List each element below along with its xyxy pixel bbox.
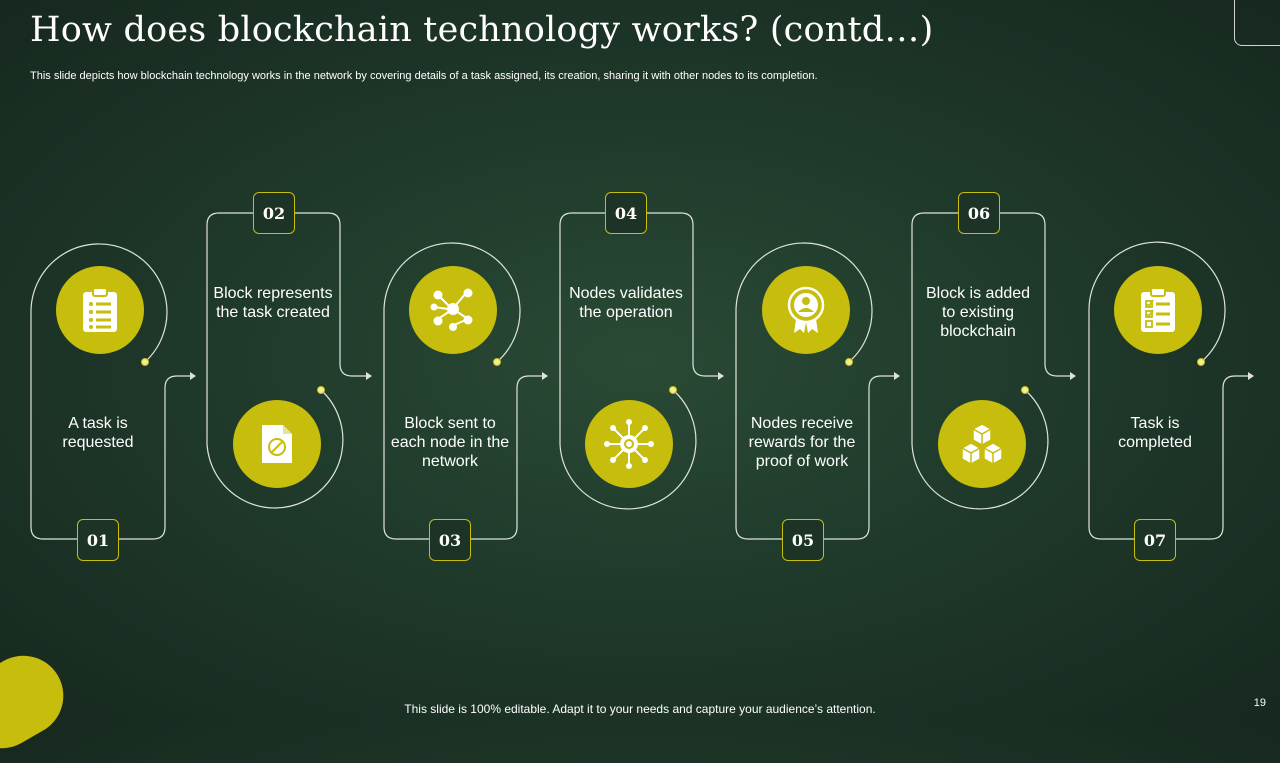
process-flow-lines <box>30 212 1254 540</box>
step-05-number-badge: 05 <box>782 519 824 561</box>
stacked-cubes-icon <box>961 423 1003 465</box>
step-04-label: Nodes validates the operation <box>569 285 683 321</box>
step-04-number-badge: 04 <box>605 192 647 234</box>
step-07-icon-circle <box>1114 266 1202 354</box>
arrowhead-icon <box>718 372 724 380</box>
clipboard-checklist-icon <box>83 287 117 332</box>
arrowhead-icon <box>542 372 548 380</box>
arrowhead-icon <box>894 372 900 380</box>
step-02-icon-circle <box>233 400 321 488</box>
step-06-outline <box>911 212 1070 510</box>
step-03-number-badge: 03 <box>429 519 471 561</box>
step-02-outline <box>206 212 366 509</box>
page-subtitle: This slide depicts how blockchain techno… <box>30 70 818 82</box>
connector-dot <box>1197 358 1205 366</box>
document-block-icon <box>262 425 292 463</box>
step-07-label: Task is completed <box>1118 415 1192 451</box>
arrowhead-icon <box>1248 372 1254 380</box>
step-01-icon-circle <box>56 266 144 354</box>
validation-network-icon <box>604 419 654 469</box>
step-07-outline <box>1088 241 1248 540</box>
step-03-label: Block sent to each node in the network <box>390 415 510 470</box>
step-04-icon-circle <box>585 400 673 488</box>
connector-dot <box>1021 386 1029 394</box>
connector-dot <box>845 358 853 366</box>
connector-dot <box>141 358 149 366</box>
network-nodes-icon <box>430 288 473 331</box>
step-02-label: Block represents the task created <box>213 285 333 321</box>
step-07-number-badge: 07 <box>1134 519 1176 561</box>
step-01-outline <box>30 243 190 540</box>
step-02-number-badge: 02 <box>253 192 295 234</box>
corner-frame-decoration <box>1234 0 1280 46</box>
page-number: 19 <box>1253 697 1266 709</box>
step-01-number-badge: 01 <box>77 519 119 561</box>
connector-dot <box>317 386 325 394</box>
step-05-icon-circle <box>762 266 850 354</box>
footer-note: This slide is 100% editable. Adapt it to… <box>404 702 876 716</box>
connector-dot <box>493 358 501 366</box>
reward-badge-icon <box>787 286 825 333</box>
step-03-icon-circle <box>409 266 497 354</box>
step-04-outline <box>559 212 718 510</box>
arrowhead-icon <box>366 372 372 380</box>
step-06-icon-circle <box>938 400 1026 488</box>
step-05-label: Nodes receive rewards for the proof of w… <box>748 415 856 470</box>
step-05-outline <box>735 242 894 540</box>
step-03-outline <box>383 242 542 540</box>
arrowhead-icon <box>190 372 196 380</box>
arrowhead-icon <box>1070 372 1076 380</box>
checklist-complete-icon <box>1141 287 1175 332</box>
step-06-number-badge: 06 <box>958 192 1000 234</box>
page-title: How does blockchain technology works? (c… <box>30 10 934 50</box>
step-06-label: Block is added to existing blockchain <box>925 285 1031 340</box>
step-01-label: A task is requested <box>62 415 134 451</box>
connector-dot <box>669 386 677 394</box>
